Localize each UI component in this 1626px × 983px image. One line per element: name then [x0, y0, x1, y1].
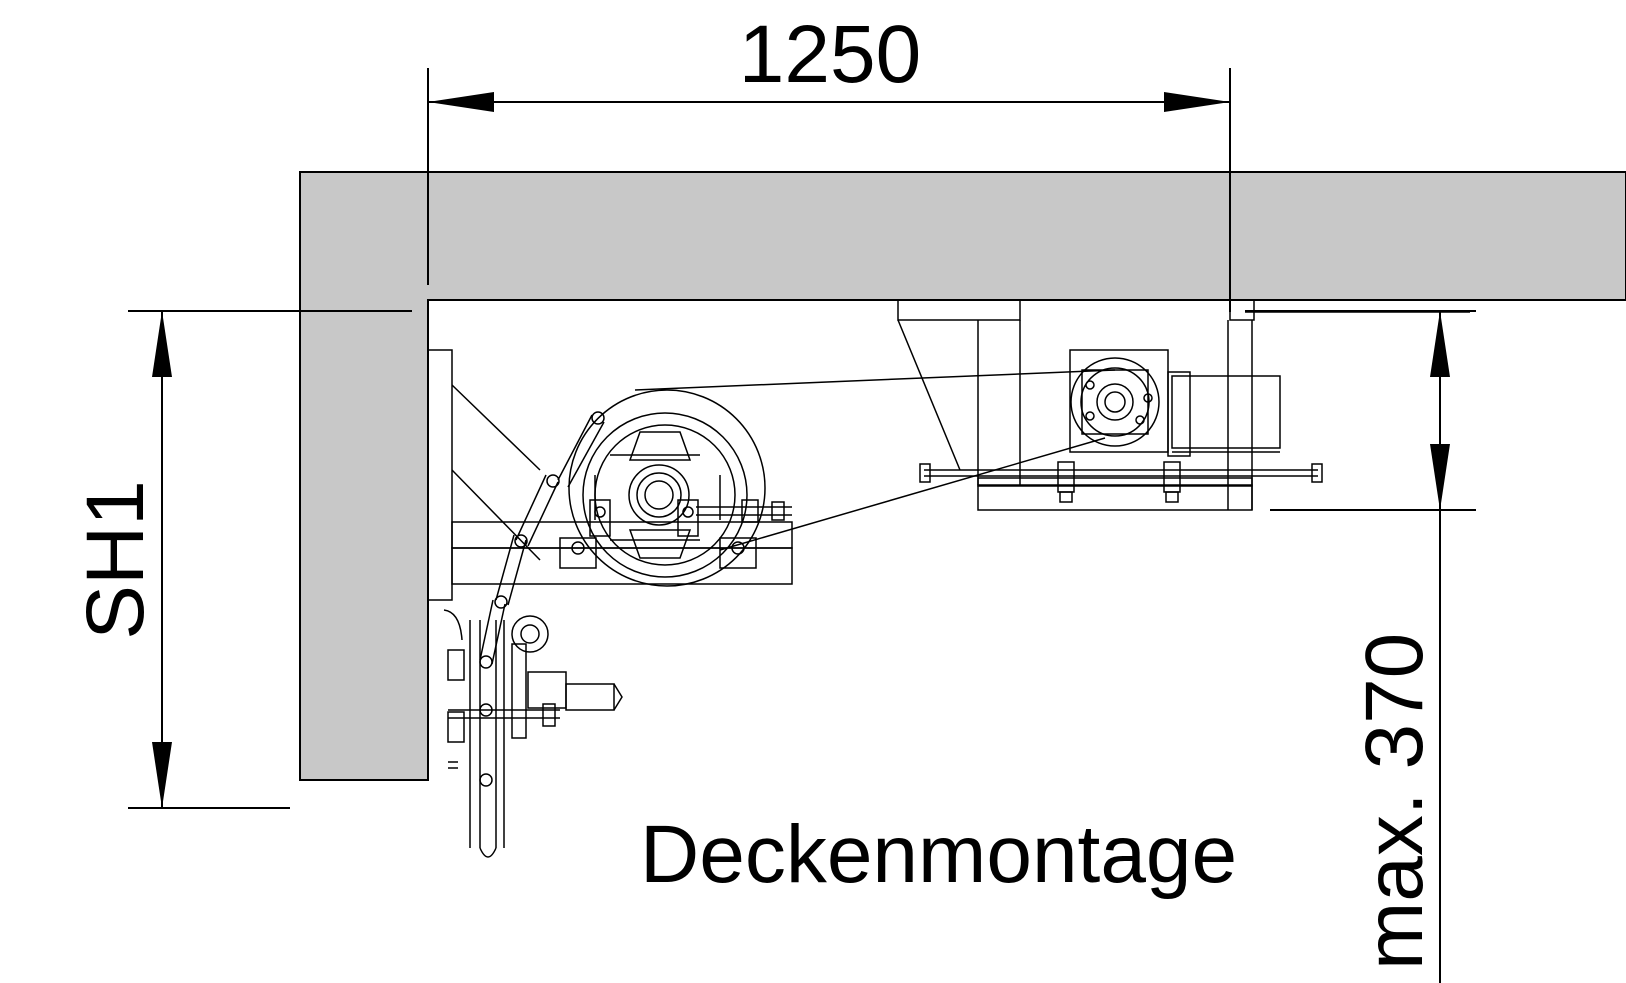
dimension-sh1: [128, 310, 412, 809]
wall-ceiling-section: [299, 171, 1626, 781]
dimension-1250: [427, 68, 1231, 312]
drive-belt-bottom: [719, 437, 1106, 551]
guide-rail: [443, 609, 623, 858]
dimension-max-370: [1245, 310, 1476, 983]
roller-chain: [479, 411, 605, 787]
caption: Deckenmontage: [640, 809, 1237, 900]
drive-belt-top: [634, 369, 1116, 391]
motor-unit: [897, 299, 1470, 511]
dimension-height-label: SH1: [70, 480, 161, 640]
door-drive-mechanism: [427, 299, 1470, 858]
cable-drum: [568, 389, 792, 587]
dimension-max-label: max. 370: [1349, 633, 1440, 970]
wall-bracket: [427, 349, 793, 601]
dimension-width-label: 1250: [739, 9, 921, 100]
